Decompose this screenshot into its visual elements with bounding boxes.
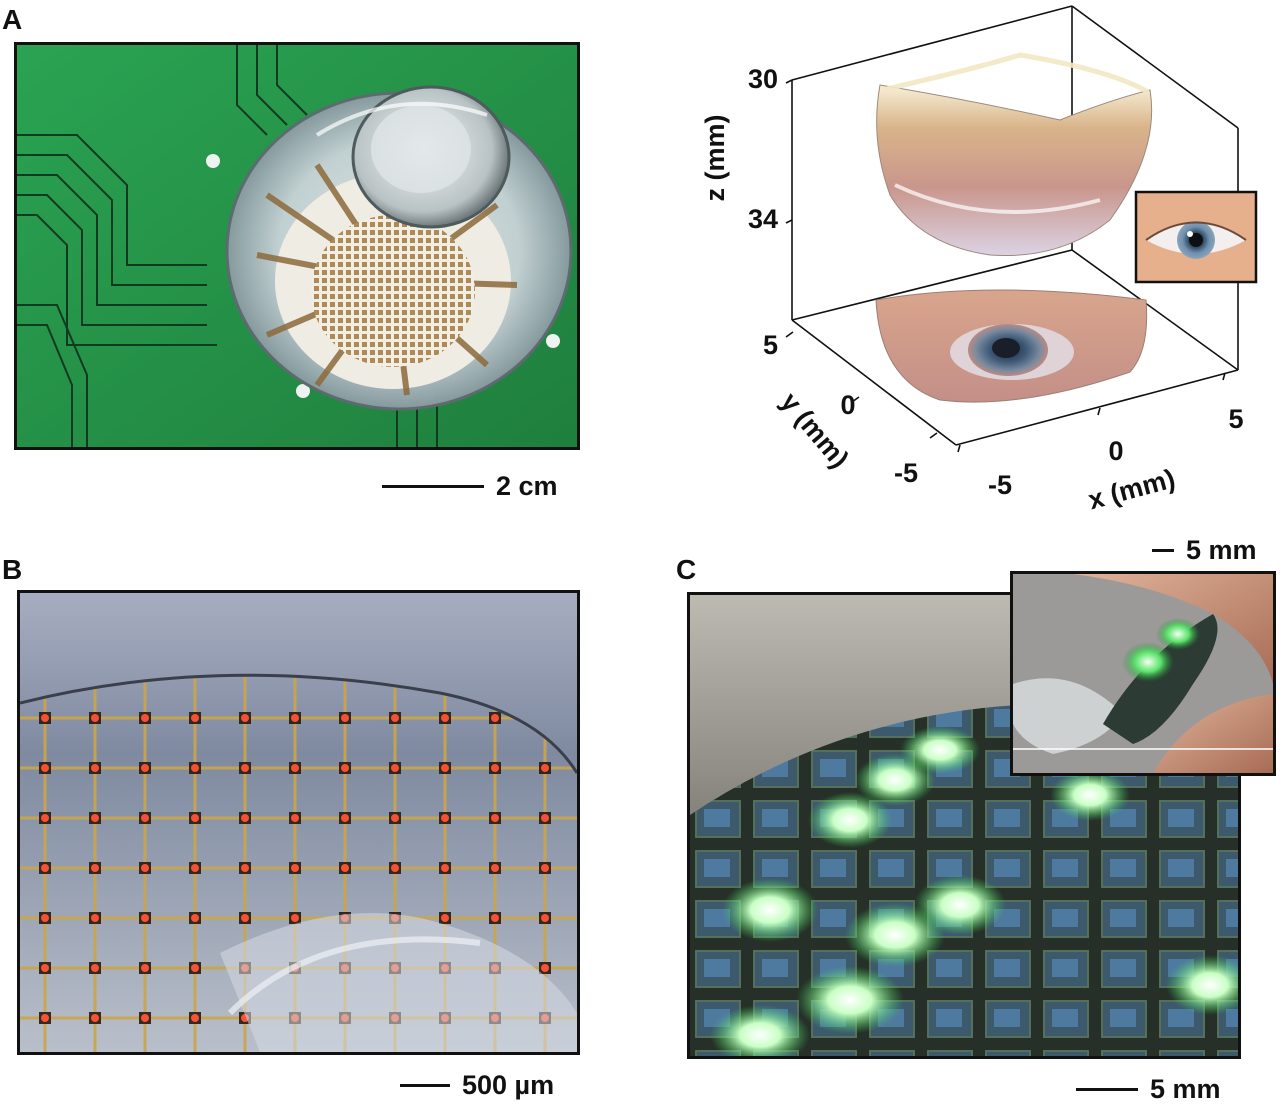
plot-3d-eye-surface: 30 34 z (mm) 5 0 -5 y (mm) -5 0 5 x (mm) bbox=[700, 5, 1258, 515]
panel-label-b: B bbox=[2, 554, 23, 585]
scale-bar-c-main: 5 mm bbox=[1076, 1074, 1221, 1105]
y-tick-5: 5 bbox=[763, 330, 778, 360]
z-axis-label: z (mm) bbox=[700, 115, 730, 202]
axis-ticks bbox=[785, 79, 1226, 453]
scale-bar-text-c-inset: 5 mm bbox=[1186, 535, 1257, 565]
led-mesh-illustration bbox=[20, 593, 577, 1052]
inset-photo-bent-led-device bbox=[1010, 571, 1276, 776]
scale-bar-line-b bbox=[400, 1084, 450, 1087]
y-tick-0: 0 bbox=[840, 390, 855, 420]
projected-eye-image bbox=[875, 289, 1148, 403]
scale-bar-c-inset: 5 mm bbox=[1152, 535, 1257, 566]
scale-bar-line-c-main bbox=[1076, 1088, 1138, 1091]
pcb-camera-illustration bbox=[17, 45, 577, 447]
x-tick-minus5: -5 bbox=[988, 470, 1012, 500]
scale-bar-line-a bbox=[382, 485, 484, 488]
z-tick-30: 30 bbox=[748, 64, 778, 94]
scale-bar-a: 2 cm bbox=[382, 471, 558, 502]
scale-bar-text-b: 500 µm bbox=[462, 1070, 555, 1100]
x-tick-5: 5 bbox=[1228, 404, 1243, 434]
scale-bar-text-c-main: 5 mm bbox=[1150, 1074, 1221, 1104]
photo-green-led-array-on-sphere bbox=[687, 592, 1241, 1059]
panel-label-a: A bbox=[2, 4, 23, 35]
x-tick-0: 0 bbox=[1108, 436, 1123, 466]
x-axis-label: x (mm) bbox=[1085, 463, 1178, 515]
reconstructed-surface bbox=[876, 84, 1153, 257]
z-tick-34: 34 bbox=[748, 204, 778, 234]
panel-label-c: C bbox=[676, 554, 697, 585]
scale-bar-text-a: 2 cm bbox=[496, 471, 558, 501]
scale-bar-line-c-inset bbox=[1152, 549, 1174, 552]
inset-finger-illustration bbox=[1013, 574, 1273, 773]
inset-eye-photo bbox=[1134, 190, 1258, 284]
photo-led-mesh-on-glass bbox=[17, 590, 580, 1055]
scale-bar-b: 500 µm bbox=[400, 1070, 554, 1101]
photo-hemispherical-camera-on-pcb bbox=[14, 42, 580, 450]
y-tick-minus5: -5 bbox=[894, 458, 918, 488]
